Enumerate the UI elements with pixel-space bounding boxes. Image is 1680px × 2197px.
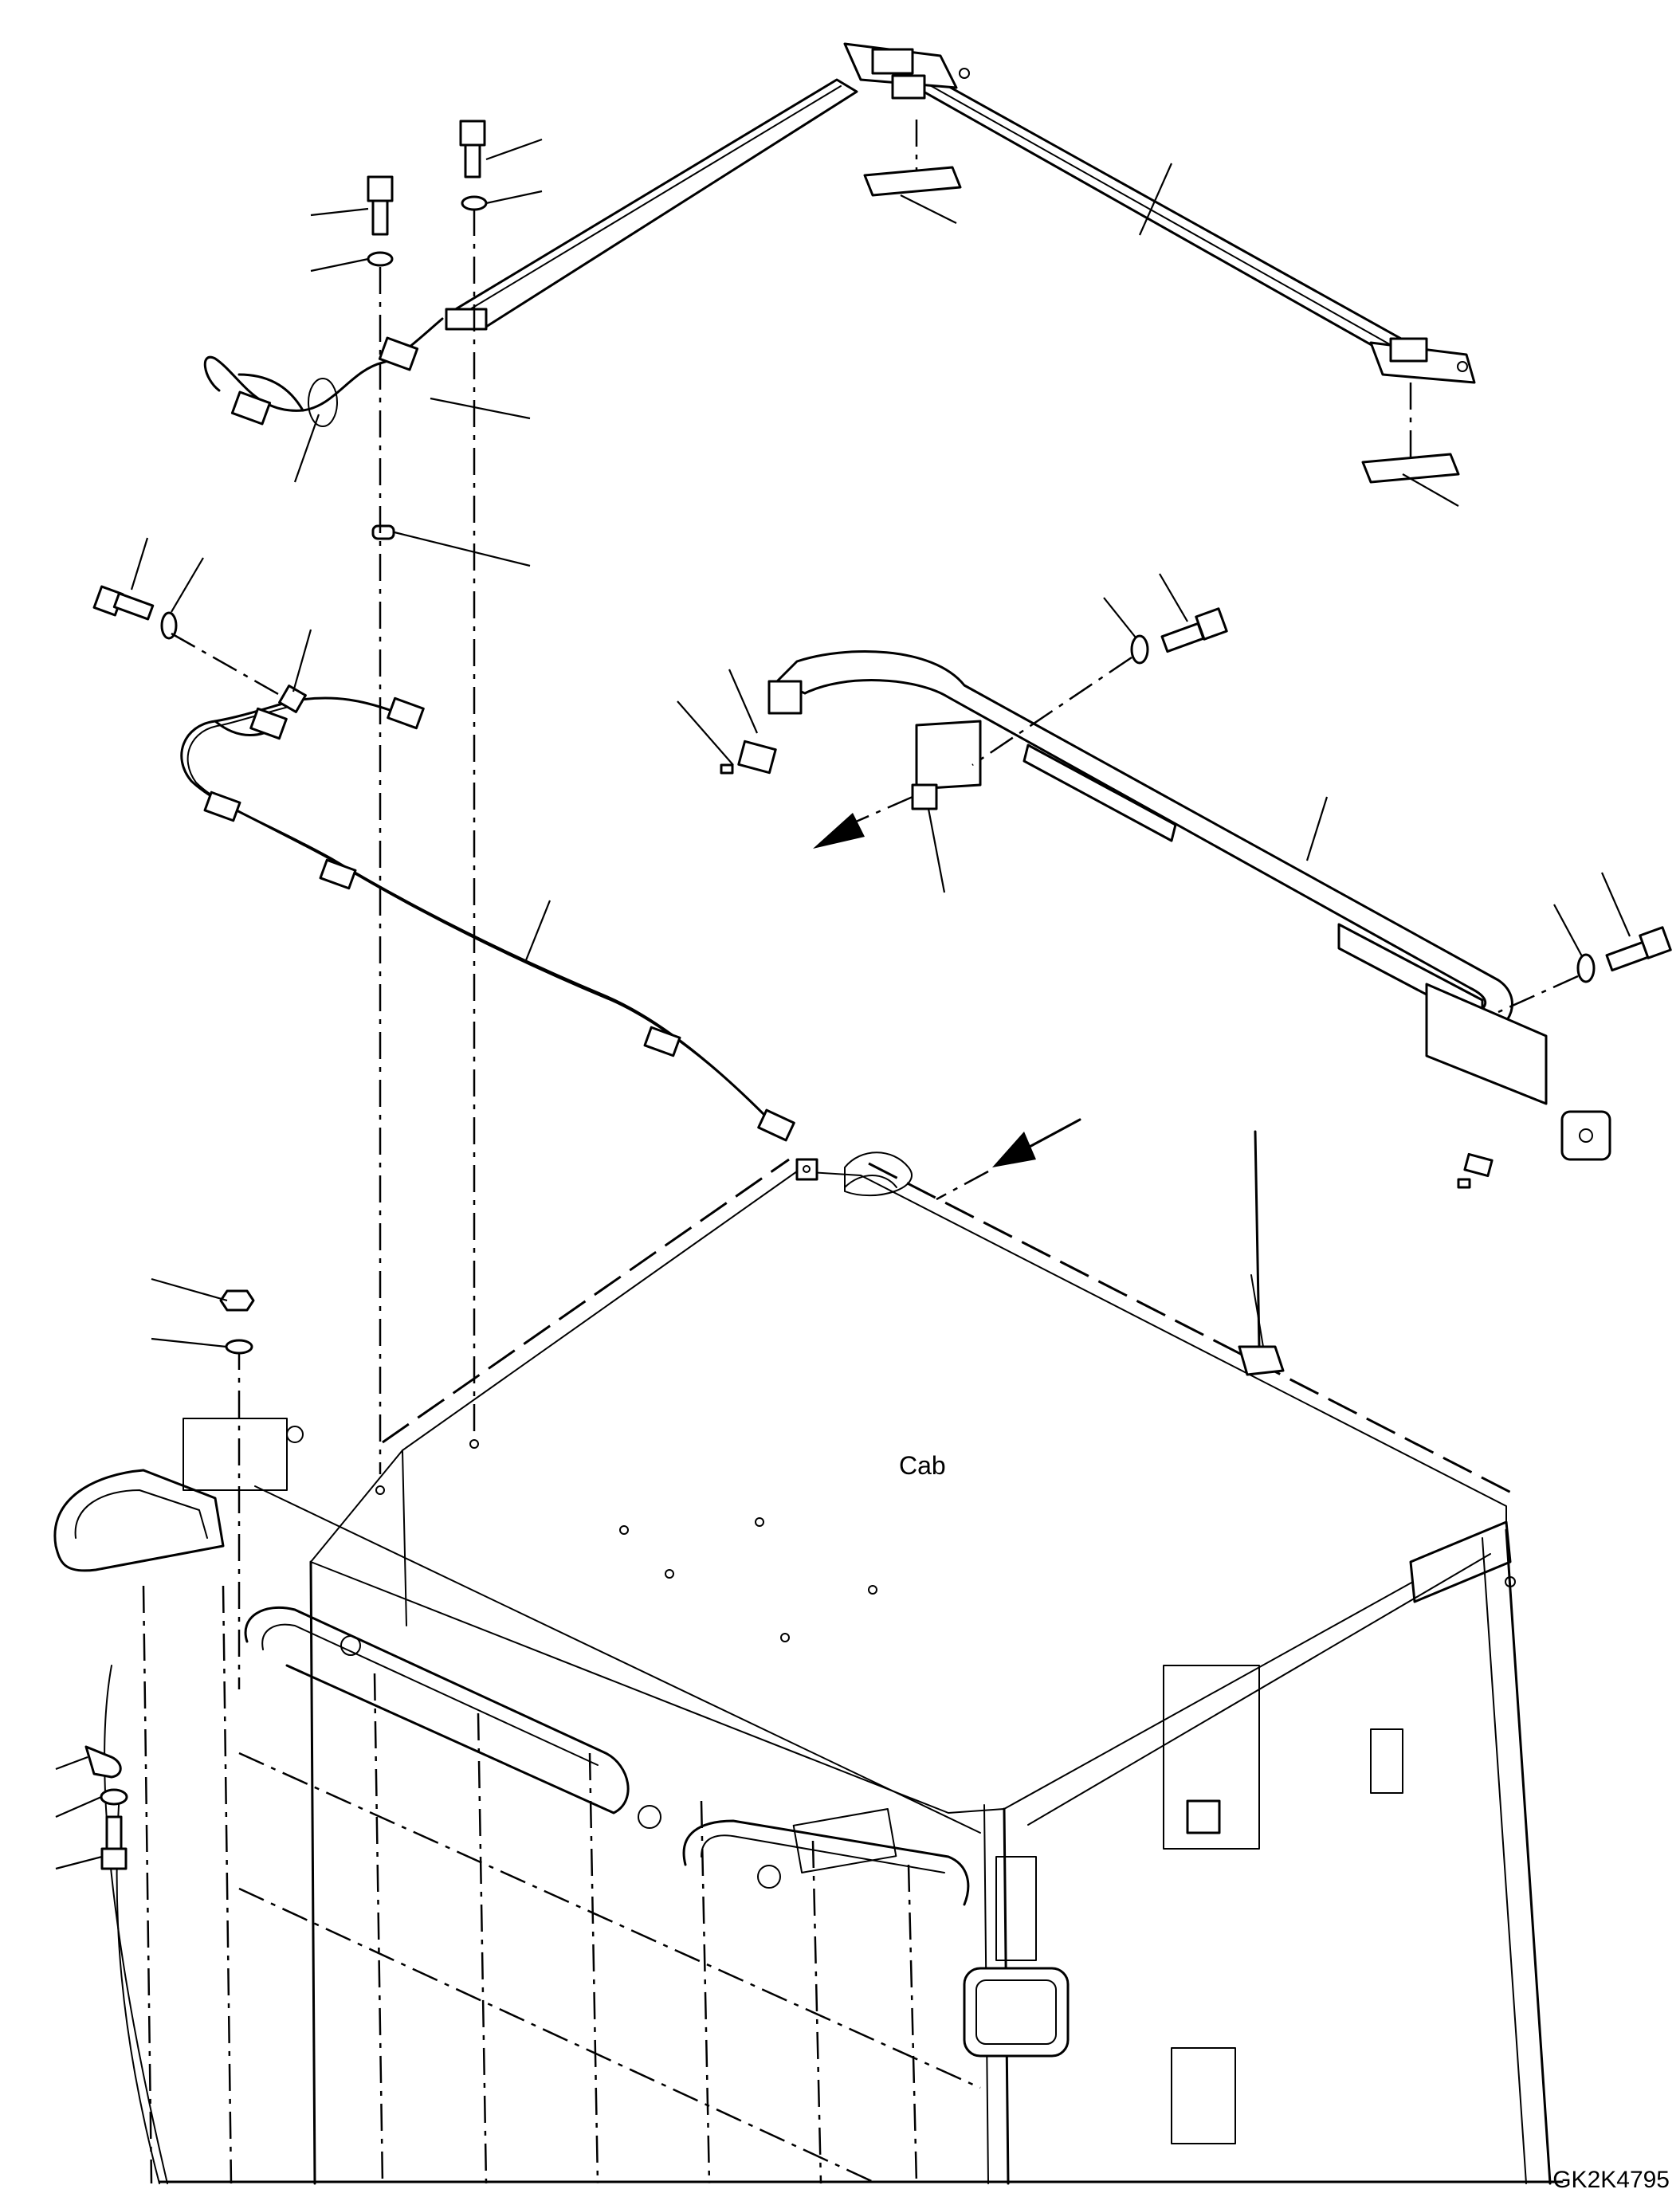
- front-light-bar: [720, 650, 1611, 1189]
- cab-label: Cab: [899, 1451, 946, 1480]
- front-bar-fasteners: [971, 607, 1672, 1014]
- upper-sub-harness: [203, 317, 444, 427]
- cab-roof: Cab: [310, 1130, 1516, 1814]
- alignment-lines: [171, 209, 476, 1689]
- main-harness: [180, 685, 795, 1142]
- assembly-arrows: [813, 795, 1081, 1201]
- drawing-number: GK2K4795: [1552, 2167, 1670, 2193]
- cab-frame: [53, 1418, 1564, 2185]
- left-lower-fasteners: [84, 1289, 255, 1870]
- adhesive-pads: [863, 120, 1460, 484]
- left-bolt-pair: [92, 585, 178, 640]
- bolts-upper: [92, 120, 488, 640]
- leader-lines: [55, 138, 1631, 1870]
- upper-light-bar: [445, 42, 1476, 384]
